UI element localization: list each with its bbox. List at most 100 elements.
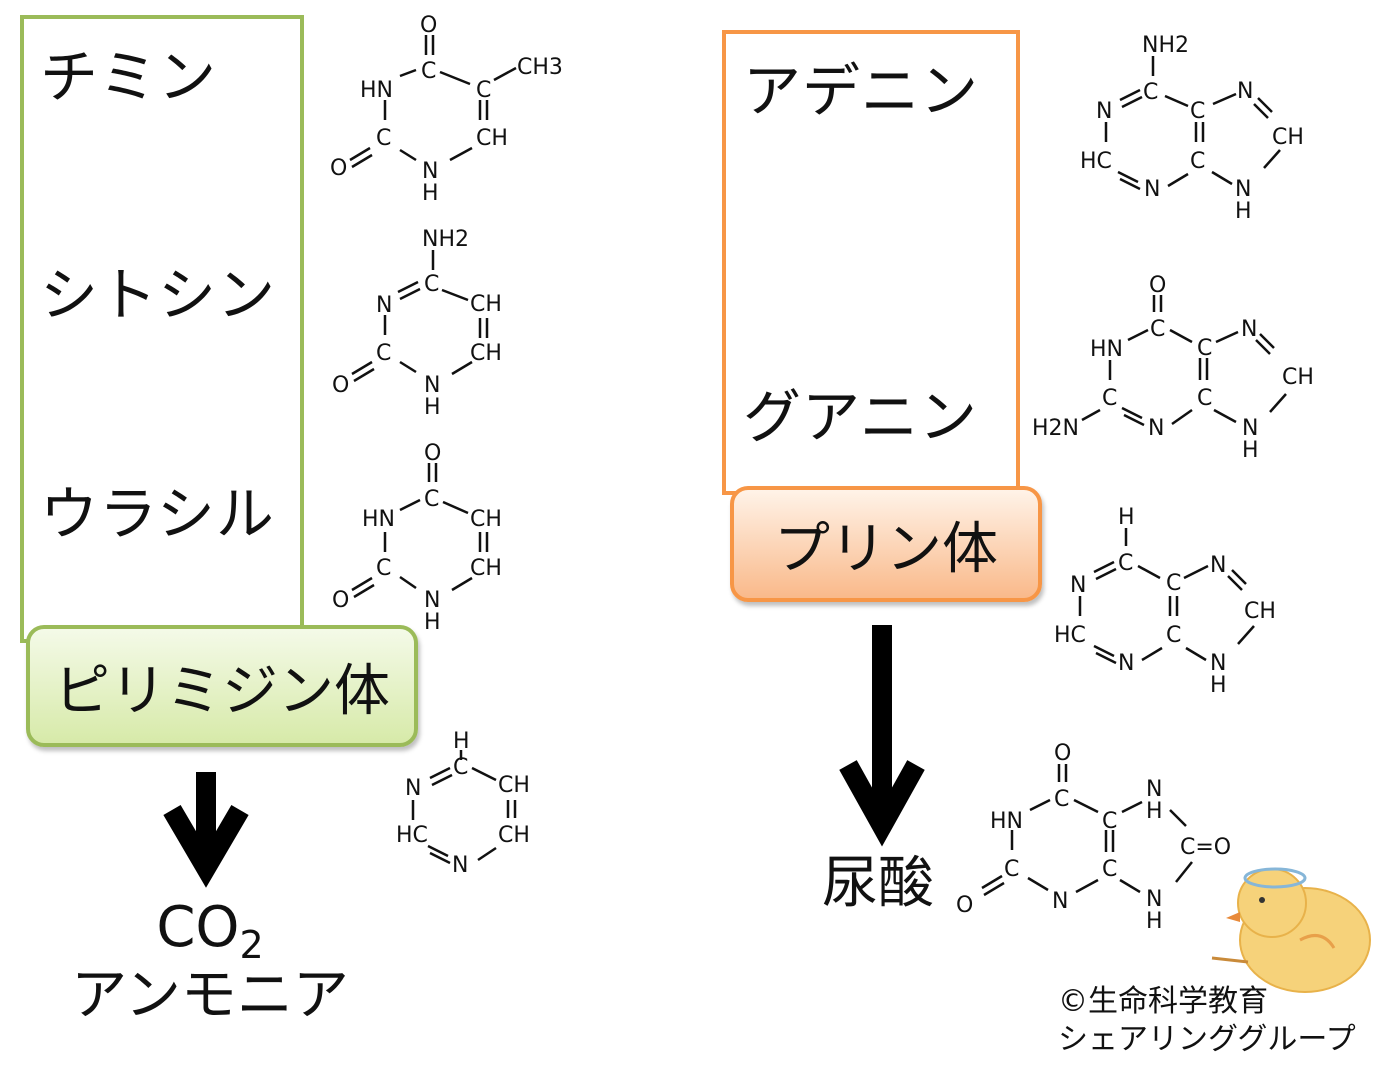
purine-atom-ch: CH <box>1244 599 1276 624</box>
thymine-atom-c3: C <box>376 126 391 151</box>
uracil-structure <box>351 463 489 599</box>
pyrimidine-atom-hc: HC <box>396 823 428 848</box>
cytosine-atom-c1: C <box>424 272 439 297</box>
uric-acid-atom-h2: H <box>1146 909 1163 934</box>
pyrimidine-atom-c: C <box>453 755 468 780</box>
guanine-atom-h: H <box>1242 438 1259 463</box>
uric-acid-atom-n2: N <box>1052 889 1068 914</box>
adenine-atom-n3: N <box>1144 177 1160 202</box>
uracil-label: ウラシル <box>40 480 275 548</box>
thymine-atom-h: H <box>422 181 439 206</box>
purine-group-label: プリン体 <box>730 486 1042 602</box>
uracil-atom-c1: C <box>424 487 439 512</box>
cytosine-atom-n1: N <box>376 293 392 318</box>
pyrimidine-atom-ch1: CH <box>498 773 530 798</box>
pyrimidine-group-text: ピリミジン体 <box>54 658 390 724</box>
cytosine-atom-n2: N <box>424 373 440 398</box>
thymine-atom-ch: CH <box>476 126 508 151</box>
credit-line1: ©生命科学教育 <box>1058 984 1268 1019</box>
cytosine-atom-h: H <box>424 395 441 420</box>
guanine-atom-ch: CH <box>1282 365 1314 390</box>
thymine-atom-hn: HN <box>360 78 393 103</box>
purine-atom-n2: N <box>1210 553 1226 578</box>
adenine-structure <box>1104 56 1281 191</box>
cytosine-atom-nh2: NH2 <box>422 227 469 252</box>
uracil-atom-o1: O <box>424 441 441 466</box>
adenine-atom-nh2: NH2 <box>1142 33 1189 58</box>
guanine-atom-c4: C <box>1197 386 1212 411</box>
guanine-atom-hn: HN <box>1090 337 1123 362</box>
adenine-atom-hc: HC <box>1080 149 1112 174</box>
purine-group-text: プリン体 <box>774 516 998 582</box>
purine-structure <box>1078 528 1255 665</box>
uric-acid-atom-n3: N <box>1146 887 1162 912</box>
purine-down-arrow <box>839 625 925 847</box>
pyrimidine-atom-ch2: CH <box>498 823 530 848</box>
uric-acid-atom-hn: HN <box>990 809 1023 834</box>
guanine-atom-n2: N <box>1148 416 1164 441</box>
uracil-atom-c2: C <box>376 556 391 581</box>
uric-acid-atom-c2: C <box>1102 809 1117 834</box>
pyrimidine-ring-atoms: H C CH N HC CH N <box>396 729 530 878</box>
adenine-atom-c2: C <box>1190 99 1205 124</box>
uric-acid-atom-c4: C <box>1102 857 1117 882</box>
adenine-atom-n2: N <box>1237 79 1253 104</box>
pyrimidine-group-label: ピリミジン体 <box>26 625 418 747</box>
pyrimidine-atom-n1: N <box>405 776 421 801</box>
guanine-structure <box>1081 295 1287 427</box>
uric-acid-structure <box>981 764 1193 897</box>
adenine-atom-n4: N <box>1235 177 1251 202</box>
guanine-atom-c2: C <box>1197 336 1212 361</box>
uric-acid-atom-c1: C <box>1054 787 1069 812</box>
cytosine-atoms: NH2 C N CH C CH O N H <box>332 227 502 420</box>
chick-mascot-image <box>1211 867 1371 993</box>
cytosine-label: シトシン <box>40 261 277 329</box>
uric-acid-atom-c3: C <box>1004 857 1019 882</box>
adenine-atom-c1: C <box>1143 80 1158 105</box>
thymine-structure <box>349 35 517 169</box>
uric-acid-atom-o1: O <box>1054 741 1071 766</box>
cytosine-atom-ch2: CH <box>470 341 502 366</box>
adenine-atom-c3: C <box>1190 149 1205 174</box>
thymine-atom-c2: C <box>476 78 491 103</box>
purine-atom-n4: N <box>1210 651 1226 676</box>
purine-atom-c3: C <box>1166 623 1181 648</box>
adenine-label: アデニン <box>743 57 980 125</box>
purine-atom-h1: H <box>1118 505 1135 530</box>
cytosine-structure <box>351 250 489 383</box>
uracil-atom-h: H <box>424 610 441 635</box>
credit-line2: シェアリンググループ <box>1058 1022 1356 1057</box>
co2-subscript: 2 <box>239 923 264 968</box>
uric-acid-atoms: O C HN C N H C=O C C O N N H <box>956 741 1231 934</box>
adenine-atom-h: H <box>1235 199 1252 224</box>
guanine-atoms: O C HN C N CH C C H2N N N H <box>1032 273 1314 463</box>
thymine-atom-o1: O <box>420 13 437 38</box>
purine-atoms: H C N C N CH HC C N N H <box>1054 505 1276 698</box>
thymine-atom-ch3: CH3 <box>517 55 563 80</box>
uracil-atom-hn: HN <box>362 507 395 532</box>
thymine-label: チミン <box>40 43 218 111</box>
co2-main: CO <box>156 895 240 960</box>
purine-atom-c1: C <box>1118 551 1133 576</box>
purine-atom-n1: N <box>1070 573 1086 598</box>
purine-atom-h2: H <box>1210 673 1227 698</box>
uracil-atoms: O C HN CH C CH O N H <box>332 441 502 635</box>
thymine-atom-c1: C <box>421 59 436 84</box>
pyrimidine-atom-h: H <box>453 729 470 754</box>
uric-acid-label: 尿酸 <box>822 851 934 916</box>
pyrimidine-down-arrow <box>163 772 249 888</box>
adenine-atom-n1: N <box>1096 99 1112 124</box>
purine-atom-c2: C <box>1166 571 1181 596</box>
co2-label: CO2 <box>130 900 290 968</box>
cytosine-atom-ch1: CH <box>470 292 502 317</box>
guanine-atom-h2n: H2N <box>1032 416 1079 441</box>
guanine-atom-c3: C <box>1102 386 1117 411</box>
uric-acid-atom-h1: H <box>1146 799 1163 824</box>
uracil-atom-ch1: CH <box>470 507 502 532</box>
guanine-atom-c1: C <box>1150 317 1165 342</box>
cytosine-atom-o: O <box>332 373 349 398</box>
uracil-atom-o2: O <box>332 588 349 613</box>
purine-atom-hc: HC <box>1054 623 1086 648</box>
guanine-atom-n3: N <box>1242 416 1258 441</box>
